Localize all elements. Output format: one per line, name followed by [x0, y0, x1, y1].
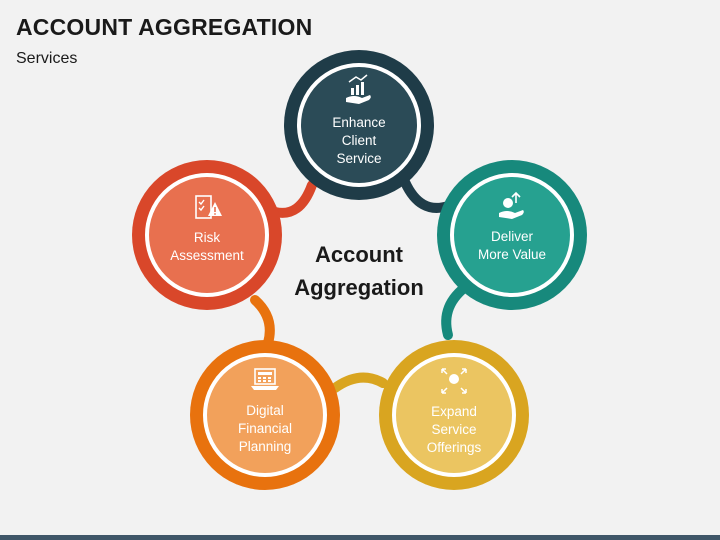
node-enhance-client-service: Enhance Client Service	[284, 50, 434, 200]
connector-risk-enhance	[270, 180, 317, 218]
center-title-line: Account	[315, 242, 404, 267]
hands-expand-arrows-icon	[441, 368, 467, 394]
connector-digital-risk	[250, 295, 275, 348]
node-expand-service-offerings: Expand Service Offerings	[379, 340, 529, 490]
node-label-line: Offerings	[427, 440, 482, 455]
connector-enhance-deliver	[400, 177, 453, 213]
node-label-line: Planning	[239, 439, 292, 454]
node-label-line: Enhance	[332, 115, 385, 130]
node-digital-financial-planning: Digital Financial Planning	[190, 340, 340, 490]
slide-title: ACCOUNT AGGREGATION	[16, 14, 313, 40]
slide-subtitle: Services	[16, 50, 78, 67]
node-label-line: Expand	[431, 404, 477, 419]
node-label-line: Service	[336, 151, 381, 166]
node-risk-assessment: Risk Assessment	[132, 160, 282, 310]
node-label-line: Financial	[238, 421, 292, 436]
node-label-line: Service	[431, 422, 476, 437]
laptop-calculator-icon	[251, 368, 279, 390]
node-label-line: Assessment	[170, 248, 244, 263]
clipboard-warning-icon	[195, 195, 222, 219]
center-title-line: Aggregation	[294, 275, 424, 300]
node-label-line: Client	[342, 133, 377, 148]
hand-coin-arrow-icon	[499, 191, 524, 219]
node-label-line: More Value	[478, 247, 546, 262]
node-label-line: Digital	[246, 403, 284, 418]
hand-growth-chart-icon	[346, 74, 371, 104]
node-label-line: Risk	[194, 230, 220, 245]
node-label-line: Deliver	[491, 229, 534, 244]
node-deliver-more-value: Deliver More Value	[437, 160, 587, 310]
connector-expand-digital	[330, 372, 388, 393]
footer-bar	[0, 535, 720, 540]
